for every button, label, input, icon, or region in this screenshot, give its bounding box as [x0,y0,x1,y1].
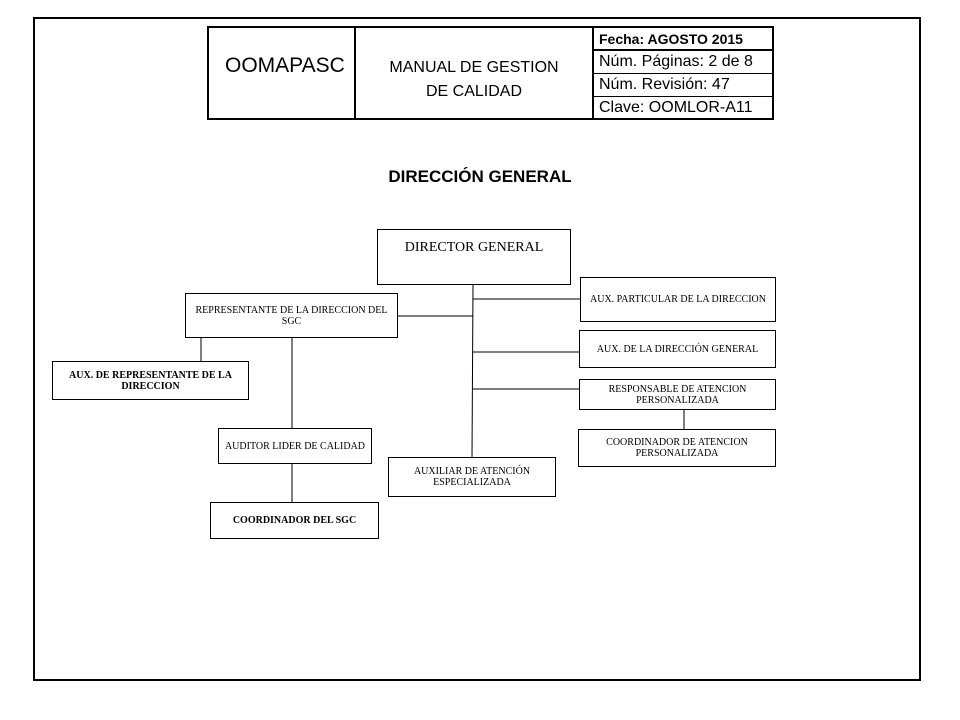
header-organization-cell: OOMAPASC [207,26,355,120]
page-frame [33,17,921,681]
trunk-line [471,284,474,458]
box-coordinador-atencion: COORDINADOR DE ATENCION PERSONALIZADA [578,429,776,467]
manual-title-line2: DE CALIDAD [425,83,523,100]
box-director-general: DIRECTOR GENERAL [377,229,571,285]
header-fecha: Fecha: AGOSTO 2015 [593,26,774,50]
box-auxiliar-atencion-especializada: AUXILIAR DE ATENCIÓN ESPECIALIZADA [388,457,556,497]
header-clave: Clave: OOMLOR-A11 [593,96,774,120]
box-coordinador-sgc: COORDINADOR DEL SGC [210,502,379,539]
box-representante: REPRESENTANTE DE LA DIRECCION DEL SGC [185,293,398,338]
box-aux-representante: AUX. DE REPRESENTANTE DE LA DIRECCION [52,361,249,400]
manual-title-line1: MANUAL DE GESTION [389,59,559,76]
header-manual-cell: MANUAL DE GESTION DE CALIDAD [355,26,593,120]
box-aux-particular: AUX. PARTICULAR DE LA DIRECCION [580,277,776,322]
box-responsable-atencion: RESPONSABLE DE ATENCION PERSONALIZADA [579,379,776,410]
chart-title: DIRECCIÓN GENERAL [388,167,572,186]
organization-name: OOMAPASC [225,54,345,77]
box-aux-direccion-general: AUX. DE LA DIRECCIÓN GENERAL [579,330,776,368]
box-auditor-lider: AUDITOR LIDER DE CALIDAD [218,428,372,464]
